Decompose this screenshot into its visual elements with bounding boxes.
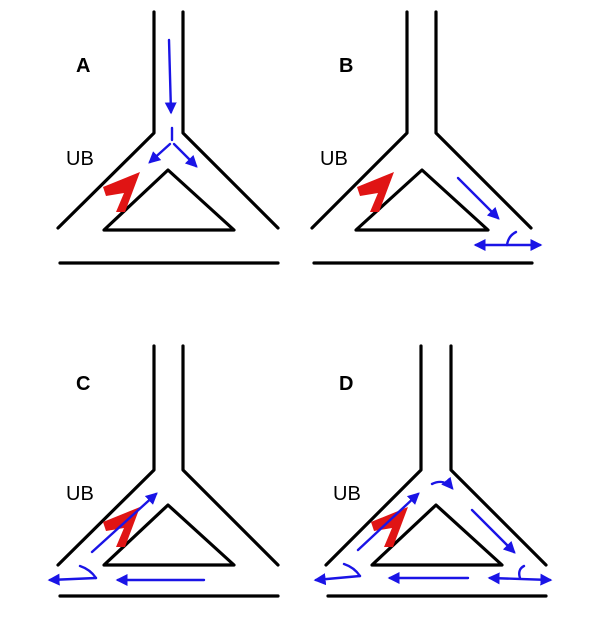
panel-d: D UB bbox=[313, 344, 553, 598]
panel-label: C bbox=[76, 373, 90, 395]
panel-a: A UB bbox=[56, 10, 280, 265]
panel-label: D bbox=[339, 373, 353, 395]
panel-c: C UB bbox=[47, 344, 280, 598]
flow-arrows bbox=[47, 492, 206, 586]
flow-arrows bbox=[313, 476, 553, 586]
panel-label: B bbox=[339, 55, 353, 77]
channel-outline bbox=[56, 344, 280, 598]
barrier-block bbox=[357, 172, 394, 212]
panel-label: A bbox=[76, 55, 90, 77]
channel-outline bbox=[56, 10, 280, 265]
channel-outline bbox=[324, 344, 548, 598]
channel-outline bbox=[310, 10, 534, 265]
ub-label: UB bbox=[333, 483, 361, 505]
ub-label: UB bbox=[66, 148, 94, 170]
ub-label: UB bbox=[320, 148, 348, 170]
flow-arrows bbox=[456, 176, 543, 251]
panel-b: B UB bbox=[310, 10, 543, 265]
ub-label: UB bbox=[66, 483, 94, 505]
flow-arrows bbox=[148, 38, 198, 168]
barrier-block bbox=[371, 507, 408, 547]
barrier-block bbox=[103, 172, 140, 212]
